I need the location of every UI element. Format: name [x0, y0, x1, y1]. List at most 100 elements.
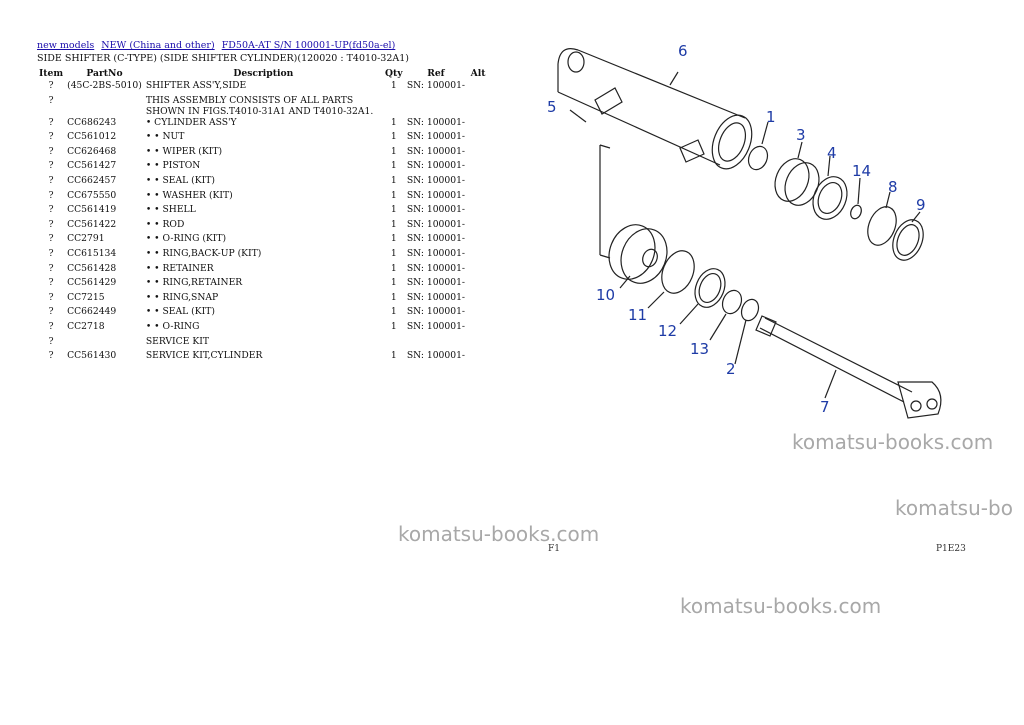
- cell-ref: SN: 100001-: [406, 218, 466, 230]
- cell-description: • • SHELL: [145, 204, 196, 216]
- cell-item: ?: [48, 94, 54, 106]
- cell-description: • • SEAL (KIT): [145, 174, 215, 186]
- cell-partno: [65, 336, 144, 351]
- cell-alt: [467, 131, 489, 146]
- part-seal: [812, 176, 848, 220]
- callout-10: 10: [596, 286, 615, 304]
- cylinder-shell-end: [711, 114, 753, 170]
- watermark-1: komatsu-books.com: [792, 430, 994, 454]
- breadcrumb-link-model[interactable]: FD50A-AT S/N 100001-UP(fd50a-el): [221, 40, 396, 51]
- cell-item: ?: [48, 262, 54, 274]
- cell-ref: SN: 100001-: [406, 262, 466, 274]
- rod-clevis: [897, 381, 942, 419]
- cell-description: • • ROD: [145, 218, 185, 230]
- cell-ref: SN: 100001-: [406, 174, 466, 186]
- page-title: SIDE SHIFTER (C-TYPE) (SIDE SHIFTER CYLI…: [37, 53, 409, 64]
- part-ring-9: [892, 219, 924, 261]
- cell-qty: 1: [390, 306, 397, 318]
- callout-3: 3: [796, 126, 806, 144]
- cell-description: SERVICE KIT,CYLINDER: [145, 350, 263, 362]
- figure-code-right: P1E23: [936, 544, 966, 554]
- cell-qty: 1: [390, 116, 397, 128]
- cell-ref: SN: 100001-: [406, 306, 466, 318]
- table-header-row: Item PartNo Description Qty Ref Alt: [37, 66, 489, 80]
- col-header-qty: Qty: [385, 67, 403, 79]
- cell-description: • • O-RING (KIT): [145, 233, 227, 245]
- cell-alt: [467, 233, 489, 248]
- cell-description: SERVICE KIT: [145, 335, 209, 347]
- cell-qty: 1: [390, 160, 397, 172]
- cell-description: • CYLINDER ASS'Y: [145, 116, 237, 128]
- table-row: ?THIS ASSEMBLY CONSISTS OF ALL PARTS SHO…: [37, 95, 489, 117]
- cell-partno: CC561012: [67, 131, 117, 143]
- cell-ref: SN: 100001-: [406, 350, 466, 362]
- cell-ref: SN: 100001-: [406, 189, 466, 201]
- cell-alt: [467, 160, 489, 175]
- cell-qty: 1: [390, 189, 397, 201]
- cell-partno: [65, 95, 144, 117]
- part-ring-8: [867, 206, 897, 246]
- cell-partno: CC662449: [67, 306, 117, 318]
- bracket-line: [599, 144, 611, 259]
- cell-description: • • WASHER (KIT): [145, 189, 233, 201]
- cell-qty: 1: [390, 174, 397, 186]
- part-back-up-ring: [694, 268, 726, 308]
- cell-partno: CC662457: [67, 174, 117, 186]
- cell-item: ?: [48, 189, 54, 201]
- cell-qty: 1: [390, 320, 397, 332]
- col-header-description: Description: [233, 67, 294, 79]
- cell-ref: SN: 100001-: [406, 233, 466, 245]
- cell-qty: 1: [390, 277, 397, 289]
- part-o-ring: [661, 250, 695, 294]
- cell-alt: [467, 219, 489, 234]
- cell-description: • • RING,RETAINER: [145, 277, 243, 289]
- cell-item: ?: [48, 247, 54, 259]
- cell-description: • • RETAINER: [145, 262, 214, 274]
- cell-description: SHIFTER ASS'Y,SIDE: [145, 80, 247, 91]
- cell-ref: SN: 100001-: [406, 247, 466, 259]
- cell-qty: [383, 336, 405, 351]
- callout-1: 1: [766, 108, 776, 126]
- cell-ref: SN: 100001-: [406, 160, 466, 172]
- cell-partno: CC561430: [67, 350, 117, 362]
- cell-partno: CC561419: [67, 204, 117, 216]
- part-rod: [759, 317, 913, 403]
- cell-alt: [467, 248, 489, 263]
- callout-2: 2: [726, 360, 736, 378]
- cell-qty: [383, 95, 405, 117]
- cell-partno: (45C-2BS-5010): [67, 80, 142, 91]
- cell-qty: 1: [390, 145, 397, 157]
- parts-table: Item PartNo Description Qty Ref Alt ? (45…: [37, 66, 489, 365]
- cell-ref: SN: 100001-: [406, 145, 466, 157]
- cell-item: ?: [48, 116, 54, 128]
- cylinder-shell-outline: [557, 49, 746, 166]
- cell-item: ?: [48, 131, 54, 143]
- cell-ref: SN: 100001-: [406, 320, 466, 332]
- cell-ref: SN: 100001-: [406, 204, 466, 216]
- cell-qty: 1: [390, 233, 397, 245]
- callout-13: 13: [690, 340, 709, 358]
- breadcrumb-link-new-china[interactable]: NEW (China and other): [101, 40, 215, 51]
- cell-partno: CC2791: [67, 233, 105, 245]
- breadcrumb-link-new-models[interactable]: new models: [37, 40, 95, 51]
- cell-description: • • SEAL (KIT): [145, 306, 215, 318]
- cell-alt: [467, 321, 489, 336]
- cylinder-port-upper: [594, 87, 623, 115]
- cell-item: ?: [48, 80, 54, 91]
- cell-partno: CC561427: [67, 160, 117, 172]
- cell-description: • • NUT: [145, 131, 185, 143]
- cylinder-eye: [567, 51, 585, 73]
- col-header-ref: Ref: [427, 67, 445, 79]
- cell-partno: CC561422: [67, 218, 117, 230]
